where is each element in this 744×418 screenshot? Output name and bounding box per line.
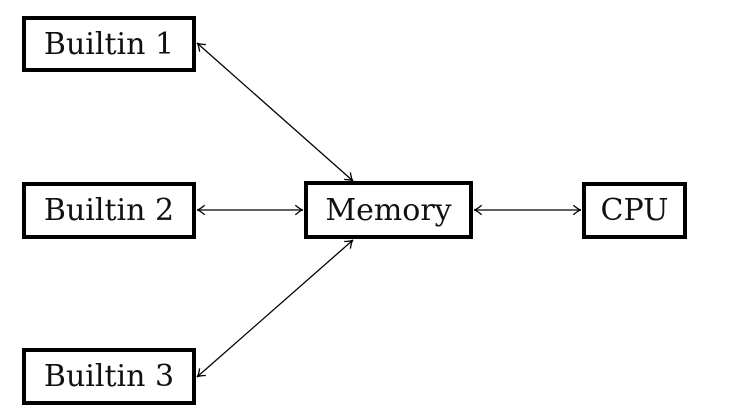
node-memory: Memory xyxy=(304,181,473,239)
node-builtin-2: Builtin 2 xyxy=(22,182,196,239)
edge-builtin1-memory xyxy=(196,42,354,182)
arrowhead xyxy=(344,239,354,249)
edge-memory-cpu xyxy=(473,204,582,216)
node-label: CPU xyxy=(600,193,669,228)
arrowhead xyxy=(572,204,582,216)
arrowhead xyxy=(294,204,304,216)
edge-line xyxy=(196,42,354,182)
arrowhead xyxy=(196,42,206,52)
arrowhead xyxy=(196,368,206,378)
node-builtin-1: Builtin 1 xyxy=(22,16,196,72)
node-label: Builtin 1 xyxy=(43,26,175,62)
edge-builtin2-memory xyxy=(196,204,304,216)
node-builtin-3: Builtin 3 xyxy=(22,348,196,405)
node-label: Builtin 2 xyxy=(43,193,175,228)
edge-builtin3-memory xyxy=(196,239,354,378)
node-label: Memory xyxy=(325,192,452,228)
edge-line xyxy=(196,239,354,378)
arrowhead xyxy=(196,204,206,216)
node-label: Builtin 3 xyxy=(43,359,175,394)
node-cpu: CPU xyxy=(582,182,687,239)
arrowhead xyxy=(473,204,483,216)
